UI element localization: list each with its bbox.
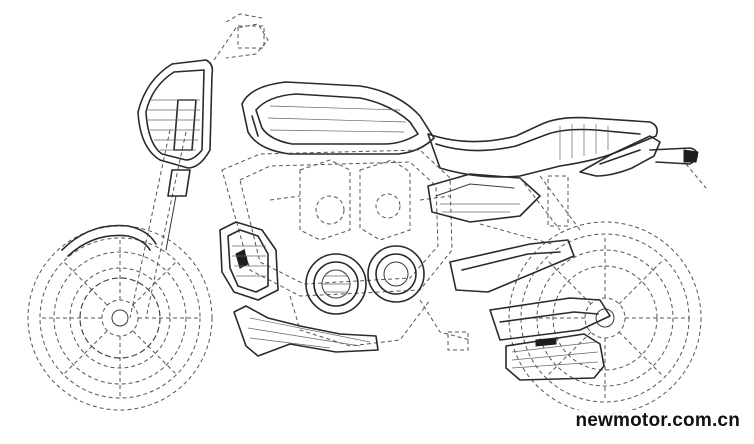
engine-cover-right bbox=[367, 245, 425, 303]
watermark: newmotor.com.cn bbox=[573, 410, 742, 432]
footpeg-bracket bbox=[419, 299, 471, 351]
rear-subframe bbox=[479, 175, 581, 245]
rear-wheel bbox=[508, 221, 702, 415]
engine-block bbox=[221, 149, 453, 347]
exhaust-swingarm bbox=[449, 239, 611, 381]
seat bbox=[427, 116, 658, 178]
side-panel bbox=[427, 173, 541, 223]
front-wheel bbox=[27, 224, 213, 411]
headlight-fairing bbox=[137, 59, 214, 169]
radiator-shroud bbox=[219, 221, 279, 301]
front-fork bbox=[129, 99, 197, 319]
lower-front-cover bbox=[233, 305, 379, 357]
fuel-tank bbox=[241, 81, 435, 155]
engine-cover-left bbox=[305, 253, 367, 315]
handlebar bbox=[213, 13, 269, 61]
tail-section bbox=[579, 135, 707, 189]
